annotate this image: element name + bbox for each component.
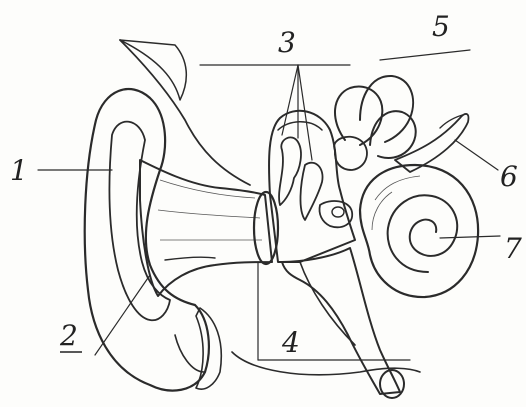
label-1: 1 bbox=[10, 154, 28, 187]
label-2: 2 bbox=[59, 319, 78, 352]
auditory-nerve bbox=[395, 114, 468, 172]
cochlea bbox=[360, 165, 478, 297]
label-7: 7 bbox=[504, 232, 522, 265]
leader-line-5 bbox=[380, 50, 470, 60]
ear-canal bbox=[140, 160, 272, 296]
label-5: 5 bbox=[432, 10, 450, 43]
leader-line-6 bbox=[455, 140, 498, 170]
leader-line-3a bbox=[282, 65, 298, 135]
leader-line-7 bbox=[440, 236, 500, 238]
label-3: 3 bbox=[278, 26, 296, 59]
leader-lines bbox=[38, 50, 500, 360]
label-6: 6 bbox=[500, 160, 518, 193]
head-outline bbox=[120, 40, 420, 375]
eustachian-tube bbox=[282, 248, 404, 398]
label-4: 4 bbox=[281, 326, 300, 359]
